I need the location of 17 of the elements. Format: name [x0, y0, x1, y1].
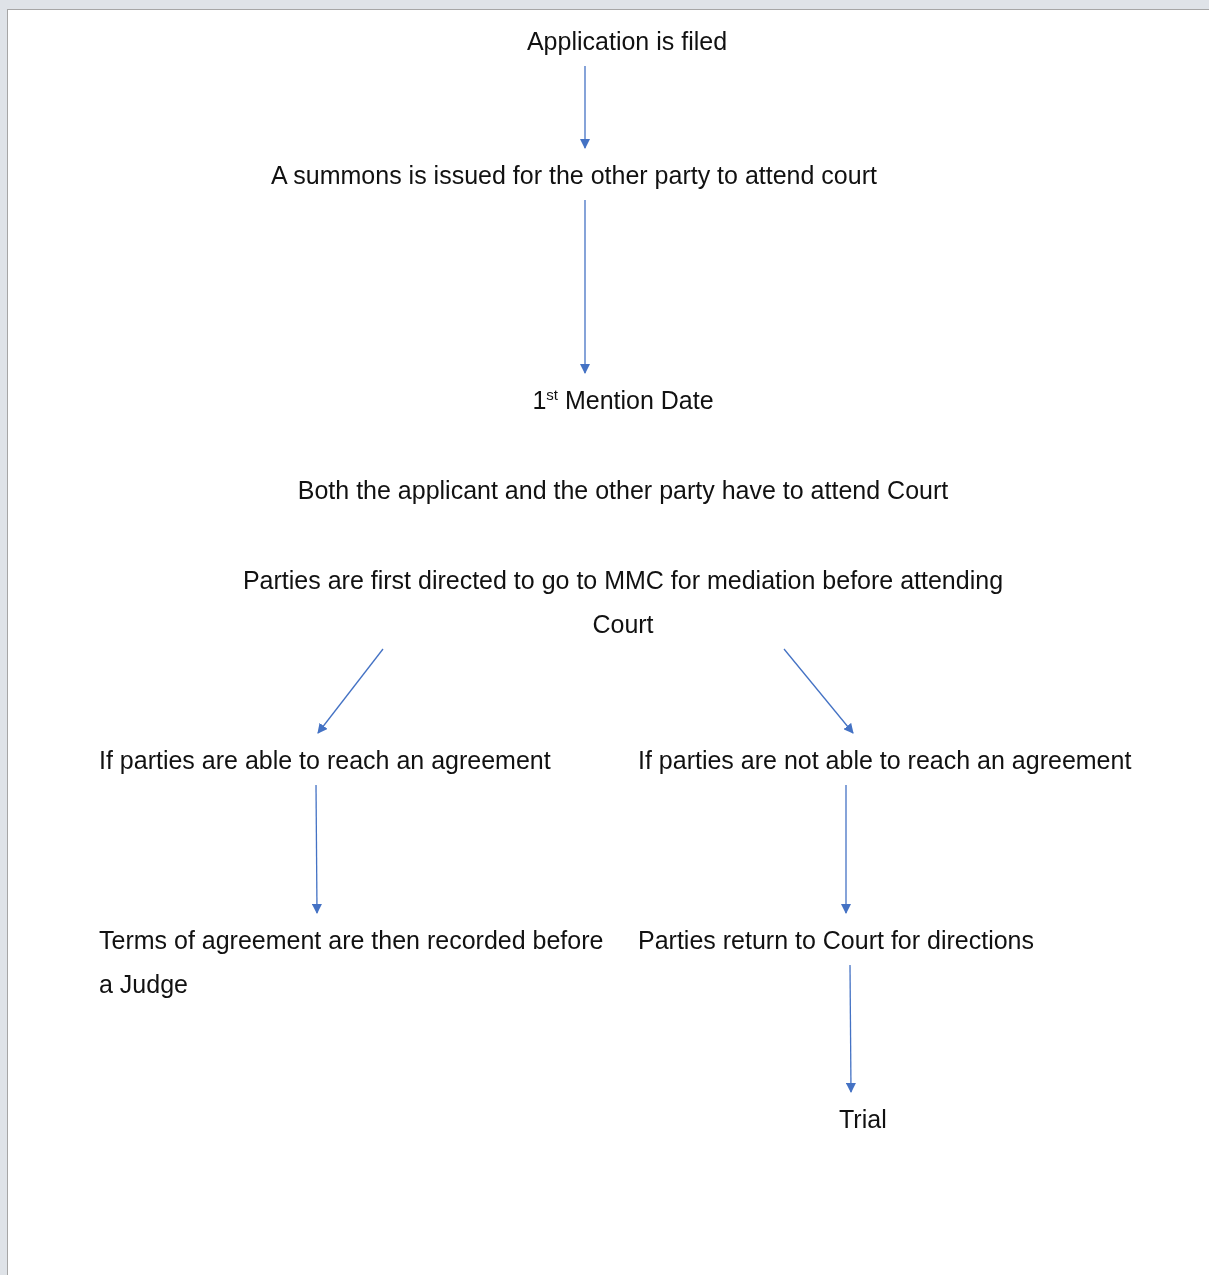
arrow [845, 964, 856, 1093]
step-text: If parties are not able to reach an agreement [638, 738, 1148, 782]
arrow [783, 648, 854, 734]
arrow [580, 199, 590, 374]
step-text: Application is filed [477, 19, 777, 63]
arrow [317, 648, 384, 734]
arrow [580, 65, 590, 149]
step-text: 1$^{st}$ Mention Date [473, 378, 773, 422]
arrow [841, 784, 851, 914]
step-text: A summons is issued for the other party to attend court [174, 153, 974, 197]
step-text: Parties return to Court for directions [638, 918, 1158, 962]
step-text: If parties are able to reach an agreement [99, 738, 609, 782]
step-text: Both the applicant and the other party have to attend Court [173, 468, 1073, 512]
step-text: Trial [839, 1097, 919, 1141]
arrow [311, 784, 322, 914]
step-text: Parties are first directed to go to MMC for mediation before attending Court [223, 558, 1023, 646]
step-text: Terms of agreement are then recorded before a Judge [99, 918, 619, 1006]
